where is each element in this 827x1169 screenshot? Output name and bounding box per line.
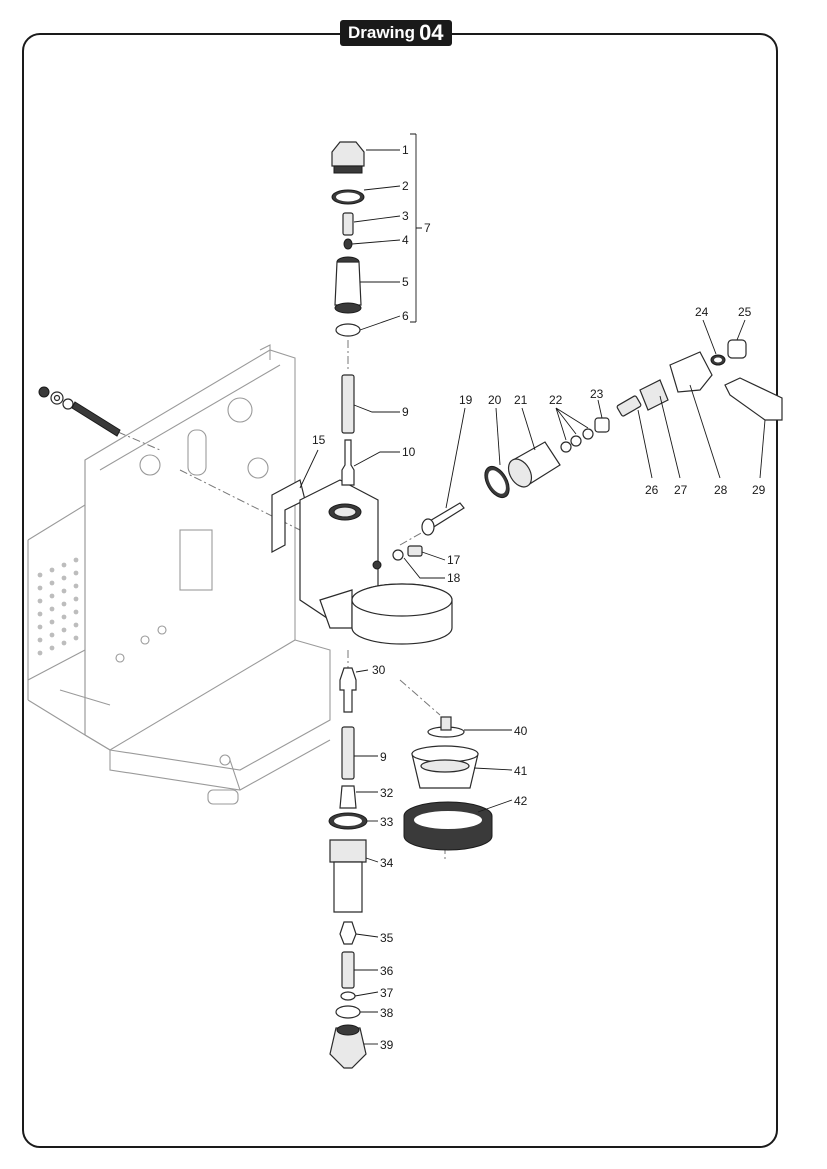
- group-head-body: [271, 479, 453, 645]
- leader-lines: [299, 133, 766, 1045]
- callout-29: 29: [752, 483, 766, 497]
- part-20-oring: [484, 465, 510, 499]
- part-30-pin: [339, 667, 357, 713]
- callout-9-upper: 9: [402, 405, 409, 419]
- part-28-body: [669, 351, 713, 393]
- callout-25: 25: [738, 305, 752, 319]
- part-33-oring: [328, 812, 368, 830]
- part-24-ring: [710, 354, 726, 366]
- machine-chassis: [27, 344, 331, 805]
- callout-38: 38: [380, 1006, 394, 1020]
- callout-27: 27: [674, 483, 688, 497]
- callout-33: 33: [380, 815, 394, 829]
- callout-39: 39: [380, 1038, 394, 1052]
- part-32-bushing: [339, 785, 357, 809]
- callout-21: 21: [514, 393, 528, 407]
- callout-40: 40: [514, 724, 528, 738]
- part-2-oring: [331, 189, 365, 205]
- part-27-nut: [639, 379, 669, 411]
- callout-7: 7: [424, 221, 431, 235]
- left-screw-assembly: [38, 386, 121, 437]
- part-21-valve: [507, 441, 561, 488]
- callout-37: 37: [380, 986, 394, 1000]
- part-39-nozzle: [329, 1024, 367, 1069]
- part-9-spring-upper: [341, 374, 355, 434]
- callout-30: 30: [372, 663, 386, 677]
- part-9-spring-lower: [341, 726, 355, 780]
- part-40-screen-screw: [427, 716, 465, 738]
- part-42-gasket: [403, 801, 493, 851]
- part-3-spring: [342, 212, 354, 236]
- part-35-valve: [339, 921, 357, 945]
- callout-5: 5: [402, 275, 409, 289]
- callout-20: 20: [488, 393, 502, 407]
- callout-36: 36: [380, 964, 394, 978]
- callout-26: 26: [645, 483, 659, 497]
- callout-6: 6: [402, 309, 409, 323]
- callout-4: 4: [402, 233, 409, 247]
- drawing-title-badge: Drawing 04: [340, 20, 452, 46]
- callout-34: 34: [380, 856, 394, 870]
- part-6-oring: [335, 323, 361, 337]
- part-1-cap: [331, 141, 365, 174]
- callout-22: 22: [549, 393, 563, 407]
- callout-28: 28: [714, 483, 728, 497]
- callout-42: 42: [514, 794, 528, 808]
- part-29-handle: [724, 377, 783, 421]
- part-36-spring: [341, 951, 355, 989]
- part-23-bushing: [594, 417, 610, 433]
- part-38-oring: [335, 1005, 361, 1019]
- part-26-spring: [616, 395, 642, 417]
- callout-2: 2: [402, 179, 409, 193]
- drawing-title-word: Drawing: [348, 23, 416, 42]
- callout-15: 15: [312, 433, 326, 447]
- callout-41: 41: [514, 764, 528, 778]
- callout-labels: 1 2 3 4 5 6 7 9 10 15 17 18 19 20 21 22 …: [312, 143, 766, 1052]
- callout-24: 24: [695, 305, 709, 319]
- part-4-ball: [343, 238, 353, 250]
- part-34-sleeve: [329, 839, 367, 913]
- part-25-cap: [727, 339, 747, 359]
- callout-32: 32: [380, 786, 394, 800]
- part-19-shaft: [421, 502, 465, 536]
- callout-17: 17: [447, 553, 461, 567]
- part-37-ring: [340, 991, 356, 1001]
- callout-1: 1: [402, 143, 409, 157]
- part-17-18-screw: [392, 545, 423, 561]
- callout-35: 35: [380, 931, 394, 945]
- callout-23: 23: [590, 387, 604, 401]
- part-41-shower-screen: [411, 745, 479, 789]
- callout-9-lower: 9: [380, 750, 387, 764]
- callout-19: 19: [459, 393, 473, 407]
- callout-3: 3: [402, 209, 409, 223]
- part-10-pin: [341, 439, 355, 486]
- part-22-rings: [560, 428, 594, 453]
- drawing-title-number: 04: [419, 20, 444, 45]
- callout-10: 10: [402, 445, 416, 459]
- part-5-valve-body: [334, 256, 362, 314]
- callout-18: 18: [447, 571, 461, 585]
